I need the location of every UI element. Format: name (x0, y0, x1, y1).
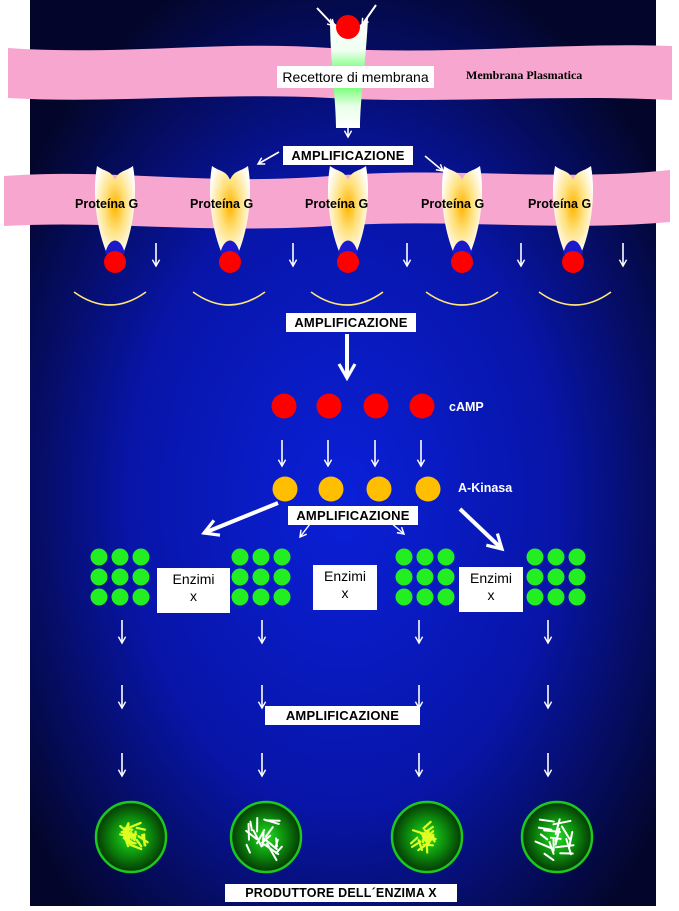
enzyme-molecule (548, 569, 565, 586)
enzyme-molecule (527, 549, 544, 566)
enzyme-grid (396, 549, 455, 606)
kinase-molecule (319, 477, 344, 502)
g-protein-label: Proteína G (528, 197, 591, 211)
gdp-molecule (219, 251, 241, 273)
enzyme-molecule (569, 589, 586, 606)
enzyme-box-name: Enzimi (459, 570, 523, 587)
enzyme-box-name: Enzimi (157, 571, 230, 588)
enzyme-box-letter: x (313, 585, 377, 602)
enzyme-molecule (527, 569, 544, 586)
enzyme-molecule (417, 589, 434, 606)
enzyme-molecule (253, 549, 270, 566)
enzyme-grid (91, 549, 150, 606)
amplification-label-1: AMPLIFICAZIONE (283, 146, 413, 165)
enzyme-molecule (438, 549, 455, 566)
enzyme-molecule (527, 589, 544, 606)
enzyme-molecule (569, 549, 586, 566)
enzyme-molecule (253, 589, 270, 606)
enzyme-molecule (438, 589, 455, 606)
enzyme-molecule (112, 569, 129, 586)
membrane-label: Membrana Plasmatica (466, 68, 582, 83)
gdp-molecule (104, 251, 126, 273)
enzyme-molecule (438, 569, 455, 586)
kinase-molecule (416, 477, 441, 502)
gdp-molecule (337, 251, 359, 273)
amplification-label-3: AMPLIFICAZIONE (288, 506, 418, 525)
kinase-molecule (273, 477, 298, 502)
enzyme-granule (135, 832, 136, 840)
enzyme-box: Enzimi x (313, 565, 377, 610)
amplification-label-2: AMPLIFICAZIONE (286, 313, 416, 332)
enzyme-molecule (396, 589, 413, 606)
g-protein-label: Proteína G (421, 197, 484, 211)
amplification-label-4: AMPLIFICAZIONE (265, 706, 420, 725)
kinase-label: A-Kinasa (458, 481, 512, 495)
enzyme-molecule (396, 549, 413, 566)
camp-label: cAMP (449, 400, 484, 414)
enzyme-molecule (91, 589, 108, 606)
enzyme-molecule (253, 569, 270, 586)
camp-molecule (272, 394, 297, 419)
enzyme-molecule (274, 569, 291, 586)
producer-label: PRODUTTORE DELL´ENZIMA X (225, 884, 457, 902)
producer-cell (231, 802, 301, 872)
gdp-molecule (562, 251, 584, 273)
enzyme-molecule (91, 569, 108, 586)
enzyme-molecule (417, 549, 434, 566)
enzyme-molecule (133, 589, 150, 606)
kinase-molecule (367, 477, 392, 502)
enzyme-box: Enzimi x (157, 568, 230, 613)
enzyme-granule (551, 838, 561, 839)
enzyme-molecule (396, 569, 413, 586)
g-protein-label: Proteína G (305, 197, 368, 211)
camp-molecule (317, 394, 342, 419)
enzyme-box-name: Enzimi (313, 568, 377, 585)
producer-cell (96, 802, 166, 872)
enzyme-molecule (232, 569, 249, 586)
enzyme-granule (131, 833, 132, 839)
enzyme-molecule (417, 569, 434, 586)
enzyme-molecule (133, 569, 150, 586)
producer-cell (392, 802, 462, 872)
enzyme-molecule (133, 549, 150, 566)
enzyme-box-letter: x (459, 587, 523, 604)
enzyme-box-letter: x (157, 588, 230, 605)
enzyme-granule (250, 822, 251, 831)
cytoplasm-background (30, 0, 656, 906)
enzyme-molecule (112, 549, 129, 566)
gdp-molecule (451, 251, 473, 273)
signal-molecule (336, 15, 360, 39)
camp-molecule (364, 394, 389, 419)
enzyme-molecule (112, 589, 129, 606)
enzyme-molecule (232, 549, 249, 566)
enzyme-molecule (569, 569, 586, 586)
enzyme-molecule (274, 549, 291, 566)
camp-molecule (410, 394, 435, 419)
enzyme-molecule (274, 589, 291, 606)
receptor-label: Recettore di membrana (277, 66, 434, 88)
g-protein-label: Proteína G (75, 197, 138, 211)
enzyme-molecule (232, 589, 249, 606)
enzyme-box: Enzimi x (459, 567, 523, 612)
enzyme-grid (232, 549, 291, 606)
enzyme-granule (423, 833, 424, 842)
enzyme-molecule (548, 589, 565, 606)
producer-cell (522, 802, 592, 872)
enzyme-grid (527, 549, 586, 606)
g-protein-label: Proteína G (190, 197, 253, 211)
enzyme-molecule (548, 549, 565, 566)
enzyme-molecule (91, 549, 108, 566)
